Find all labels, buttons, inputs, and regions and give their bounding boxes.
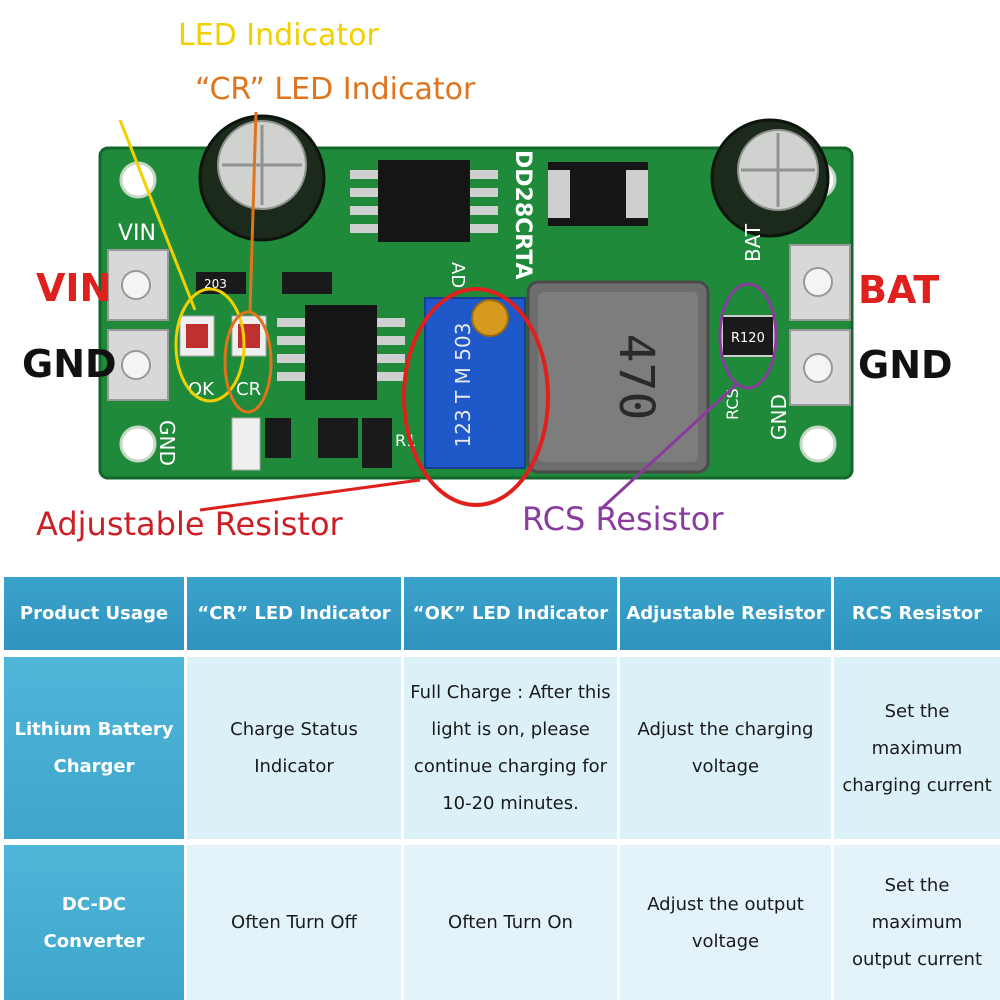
table-row-header: Lithium Battery Charger xyxy=(4,657,184,839)
inductor xyxy=(526,280,710,474)
silk-ad: AD xyxy=(447,262,468,288)
silk-gnd: GND xyxy=(155,420,179,466)
gnd-right-label: GND xyxy=(858,343,953,387)
led-ok xyxy=(179,315,215,357)
cap-small-1 xyxy=(231,417,261,471)
table-cell: Often Turn On xyxy=(404,845,617,1000)
led-indicator-label: LED Indicator xyxy=(178,18,379,53)
rcs-resistor-label: RCS Resistor xyxy=(522,500,724,538)
cap-small-3 xyxy=(362,418,392,468)
inductor-code: 470 xyxy=(608,334,664,421)
table-cell: Charge Status Indicator xyxy=(187,657,401,839)
silk-model: DD28CRTA xyxy=(510,150,535,280)
vin-label: VIN xyxy=(36,266,112,310)
pot-code: 123 T M 503 xyxy=(451,323,475,448)
diode xyxy=(548,162,648,226)
cr-led-highlight xyxy=(223,310,273,414)
capacitor-left xyxy=(198,114,326,242)
ok-led-leader xyxy=(118,119,197,311)
feature-table: Product Usage “CR” LED Indicator “OK” LE… xyxy=(4,577,1000,1000)
pcb-board-illustration: VIN GND DD28CRTA OK CR BAT GND RCS AD R1… xyxy=(98,111,854,512)
cr-led-leader xyxy=(248,111,258,313)
table-cell: Adjust the charging voltage xyxy=(620,657,831,839)
ic-middle xyxy=(277,305,405,400)
table-header-cell: “OK” LED Indicator xyxy=(404,577,617,650)
resistor-r2 xyxy=(265,418,291,458)
capacitor-right xyxy=(710,118,830,238)
silk-vin: VIN xyxy=(118,221,156,246)
table-cell: Full Charge : After this light is on, pl… xyxy=(404,657,617,839)
left-terminals xyxy=(107,249,169,401)
right-terminals xyxy=(789,244,851,406)
silk-rcs-code: R120 xyxy=(731,331,765,346)
rcs-resistor-leader xyxy=(598,383,738,512)
cap-small-2 xyxy=(318,418,358,458)
ok-led-highlight xyxy=(174,287,246,403)
table-header-cell: Product Usage xyxy=(4,577,184,650)
silk-bat: BAT xyxy=(741,223,765,262)
adjustable-resistor-highlight xyxy=(402,287,550,507)
bat-label: BAT xyxy=(858,268,940,312)
led-cr xyxy=(231,315,267,357)
table-cell: Adjust the output voltage xyxy=(620,845,831,1000)
ic-top xyxy=(350,160,498,242)
rcs-resistor-highlight xyxy=(718,282,778,390)
table-header-cell: “CR” LED Indicator xyxy=(187,577,401,650)
adjustable-resistor-leader xyxy=(199,478,421,512)
table-row-header: DC-DC Converter xyxy=(4,845,184,1000)
table-cell: Set the maximum output current xyxy=(834,845,1000,1000)
resistor-small xyxy=(282,272,332,294)
table-header-cell: RCS Resistor xyxy=(834,577,1000,650)
silk-rcs: RCS xyxy=(723,388,742,420)
cr-led-indicator-label: “CR” LED Indicator xyxy=(195,72,476,107)
potentiometer xyxy=(424,297,526,469)
table-header-cell: Adjustable Resistor xyxy=(620,577,831,650)
silk-gnd-right: GND xyxy=(767,394,791,440)
table-cell: Set the maximum charging current xyxy=(834,657,1000,839)
gnd-left-label: GND xyxy=(22,342,117,386)
product-photo: VIN GND DD28CRTA OK CR BAT GND RCS AD R1… xyxy=(22,18,953,543)
silk-cr: CR xyxy=(236,379,261,400)
silk-resistor-code: 203 xyxy=(204,277,227,291)
silk-ok: OK xyxy=(188,379,215,400)
table-cell: Often Turn Off xyxy=(187,845,401,1000)
adjustable-resistor-label: Adjustable Resistor xyxy=(36,505,343,543)
rcs-resistor xyxy=(721,315,775,357)
